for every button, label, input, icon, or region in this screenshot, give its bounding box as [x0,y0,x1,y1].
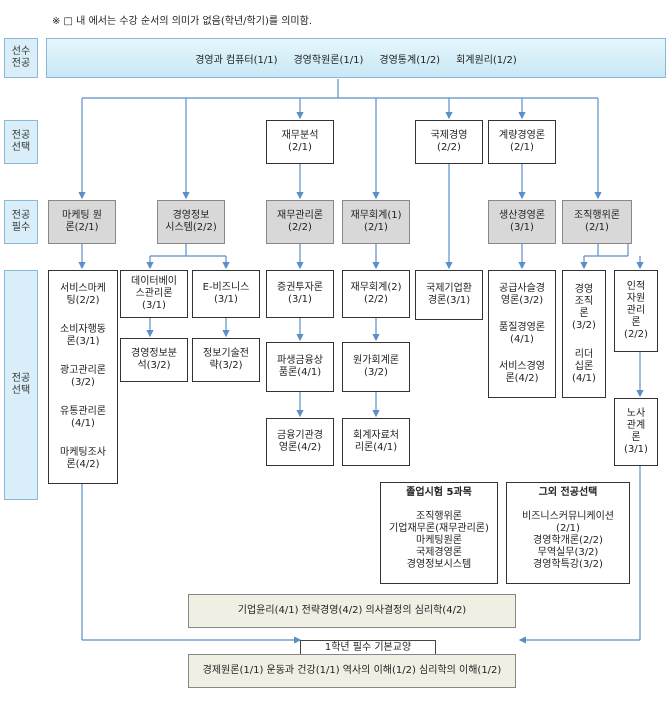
row-label-elective2: 전공 선택 [4,270,38,500]
list-item: 품질경영론 (4/1) [499,321,545,345]
list-item: 마케팅조사 론(4/2) [60,446,106,470]
list-item: 광고관리론 (3/2) [60,364,106,388]
freshman-courses-box: 경제원론(1/1) 운동과 건강(1/1) 역사의 이해(1/2) 심리학의 이… [188,654,516,688]
grad-exam-item: 마케팅원론 [416,535,462,546]
course-production: 생산경영론 (3/1) [488,200,556,244]
common-courses-box: 기업윤리(4/1) 전략경영(4/2) 의사결정의 심리학(4/2) [188,594,516,628]
list-item: 유통관리론 (4/1) [60,405,106,429]
grad-exam-item: 조직행위론 [416,511,462,522]
row-label-elective1: 전공 선택 [4,120,38,164]
prereq-course: 경영과 컴퓨터(1/1) [195,54,278,66]
row-label-required: 전공 필수 [4,200,38,244]
course-finance-mgmt: 재무관리론 (2/2) [266,200,334,244]
list-item: 공급사슬경 영론(3/2) [499,282,545,306]
production-elective-list: 공급사슬경 영론(3/2) 품질경영론 (4/1) 서비스경영 론(4/2) [488,270,556,398]
grad-exam-item: 경영정보시스템 [406,559,472,570]
course-intl-business: 국제기업환 경론(3/1) [415,270,483,320]
course-fin-accounting2: 재무회계(2) (2/2) [342,270,410,318]
other-elective-item: 비즈니스커뮤니케이션 (2/1) [522,511,614,534]
course-hr-mgmt: 인적 자원 관리 론 (2/2) [614,270,658,352]
list-item: 서비스마케 팅(2/2) [60,283,106,307]
course-accounting-info: 회계자료처 리론(4/1) [342,418,410,466]
course-mis-analysis: 경영정보분 석(3/2) [120,338,188,382]
course-org-behavior: 조직행위론 (2/1) [562,200,632,244]
row-label-prereq: 선수 전공 [4,38,38,78]
course-quant-mgmt: 계량경영론 (2/1) [488,120,556,164]
course-cost-accounting: 원가회계론 (3/2) [342,342,410,392]
list-item: 서비스경영 론(4/2) [499,361,545,385]
grad-exam-item: 국제경영론 [416,547,462,558]
list-item: 경영 조직 론 (3/2) [572,283,596,331]
course-finance-analysis: 재무분석 (2/1) [266,120,334,164]
marketing-elective-list: 서비스마케 팅(2/2) 소비자행동 론(3/1) 광고관리론 (3/2) 유통… [48,270,118,484]
grad-exam-item: 기업재무론(재무관리론) [389,523,489,534]
other-elective-item: 무역실무(3/2) [537,547,599,558]
course-ebusiness: E-비즈니스 (3/1) [192,270,260,318]
other-electives-box: 그외 전공선택 비즈니스커뮤니케이션 (2/1) 경영학개론(2/2) 무역실무… [506,482,630,584]
course-securities: 증권투자론 (3/1) [266,270,334,318]
course-mis: 경영정보 시스템(2/2) [157,200,225,244]
prereq-course: 회계원리(1/2) [456,54,517,66]
prereq-bar: 경영과 컴퓨터(1/1) 경영학원론(1/1) 경영통계(1/2) 회계원리(1… [46,38,666,78]
course-it-strategy: 정보기술전 략(3/2) [192,338,260,382]
course-intl-mgmt: 국제경영 (2/2) [415,120,483,164]
course-db-mgmt: 데이터베이 스관리론 (3/1) [120,270,188,318]
list-item: 소비자행동 론(3/1) [60,324,106,348]
other-elective-item: 경영학개론(2/2) [533,535,603,546]
legend-note: ※ □ 내 에서는 수강 순서의 의미가 없음(학년/학기)를 의미함. [52,16,313,27]
org-elective-list: 경영 조직 론 (3/2) 리더 십론 (4/1) [562,270,606,398]
prereq-course: 경영통계(1/2) [379,54,441,66]
course-labor-relations: 노사 관계 론 (3/1) [614,398,658,466]
course-financial-inst: 금융기관경 영론(4/2) [266,418,334,466]
other-electives-title: 그외 전공선택 [538,487,598,498]
grad-exam-box: 졸업시험 5과목 조직행위론 기업재무론(재무관리론) 마케팅원론 국제경영론 … [380,482,498,584]
grad-exam-title: 졸업시험 5과목 [406,487,472,498]
other-elective-item: 경영학특강(3/2) [533,559,603,570]
list-item: 리더 십론 (4/1) [572,348,596,384]
course-marketing: 마케팅 원 론(2/1) [48,200,116,244]
prereq-course: 경영학원론(1/1) [293,54,364,66]
course-fin-accounting1: 재무회계(1) (2/1) [342,200,410,244]
course-derivatives: 파생금융상 품론(4/1) [266,342,334,392]
